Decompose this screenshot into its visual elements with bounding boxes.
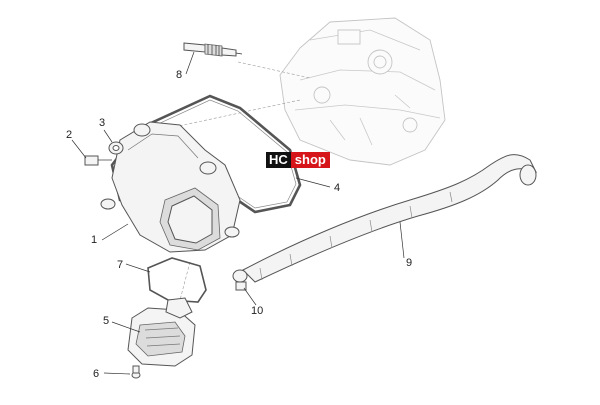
callout-3: 3: [99, 117, 105, 129]
callout-6: 6: [93, 368, 99, 380]
valve-cover: [100, 121, 241, 253]
guide-line-cover: [159, 99, 301, 131]
hose-clamp: [232, 269, 248, 291]
logo-shop: shop: [290, 152, 330, 168]
bottom-screw: [131, 365, 141, 379]
guide-line-plug: [237, 61, 311, 79]
callout-8: 8: [176, 69, 182, 81]
cover-screw: [84, 155, 112, 166]
breather-housing: [127, 297, 196, 367]
hcshop-logo: HC shop: [266, 152, 330, 168]
guide-line-filter: [179, 261, 191, 301]
breather-hose: [242, 154, 538, 283]
cover-washer: [108, 141, 124, 155]
spark-plug: [183, 42, 243, 57]
callout-5: 5: [103, 315, 109, 327]
logo-hc: HC: [266, 152, 291, 168]
callout-10: 10: [251, 305, 263, 317]
callout-9: 9: [406, 257, 412, 269]
cylinder-head-ghost: [279, 17, 446, 166]
breather-gasket: [147, 257, 207, 303]
callout-4: 4: [334, 182, 340, 194]
callout-1: 1: [91, 234, 97, 246]
callout-7: 7: [117, 259, 123, 271]
callout-2: 2: [66, 129, 72, 141]
leader-lines: [71, 51, 405, 375]
